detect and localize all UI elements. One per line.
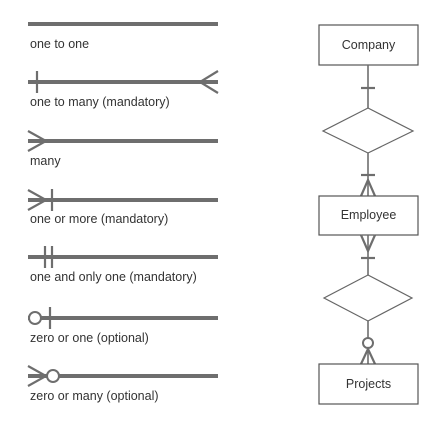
relationship-diamond bbox=[322, 274, 414, 322]
entity-projects: Projects bbox=[318, 363, 419, 405]
crows-foot-marker bbox=[197, 70, 219, 94]
entity-label: Projects bbox=[346, 377, 391, 391]
zero-circle-marker bbox=[46, 369, 60, 383]
legend-label: zero or many (optional) bbox=[30, 389, 159, 403]
entity-company: Company bbox=[318, 24, 419, 66]
entity-box bbox=[318, 363, 419, 405]
crows-foot-marker bbox=[359, 177, 377, 197]
legend-zero-or-one: zero or one (optional) bbox=[28, 307, 218, 345]
legend-one-and-only-one: one and only one (mandatory) bbox=[28, 246, 218, 284]
legend-label: zero or one (optional) bbox=[30, 331, 149, 345]
legend-label: one to one bbox=[30, 37, 89, 51]
legend-label: many bbox=[30, 154, 61, 168]
legend-one-or-more-mandatory: one or more (mandatory) bbox=[27, 189, 218, 226]
legend-label: one to many (mandatory) bbox=[30, 95, 170, 109]
relationship-diamond bbox=[321, 107, 415, 154]
legend-label: one or more (mandatory) bbox=[30, 212, 168, 226]
zero-circle-marker bbox=[28, 311, 42, 325]
legend-one-to-one: one to one bbox=[28, 22, 218, 51]
crows-foot-marker bbox=[359, 234, 377, 254]
legend-label: one and only one (mandatory) bbox=[30, 270, 197, 284]
entity-label: Company bbox=[342, 38, 396, 52]
crows-foot-marker bbox=[27, 189, 49, 211]
entity-label: Employee bbox=[341, 208, 397, 222]
crows-foot-marker bbox=[360, 346, 376, 365]
entity-employee: Employee bbox=[318, 195, 419, 236]
legend-one-to-many-mandatory: one to many (mandatory) bbox=[28, 70, 219, 109]
legend-zero-or-many: zero or many (optional) bbox=[27, 365, 218, 403]
entity-box bbox=[318, 195, 419, 236]
crows-foot-marker bbox=[27, 130, 49, 152]
legend-many: many bbox=[27, 130, 218, 168]
